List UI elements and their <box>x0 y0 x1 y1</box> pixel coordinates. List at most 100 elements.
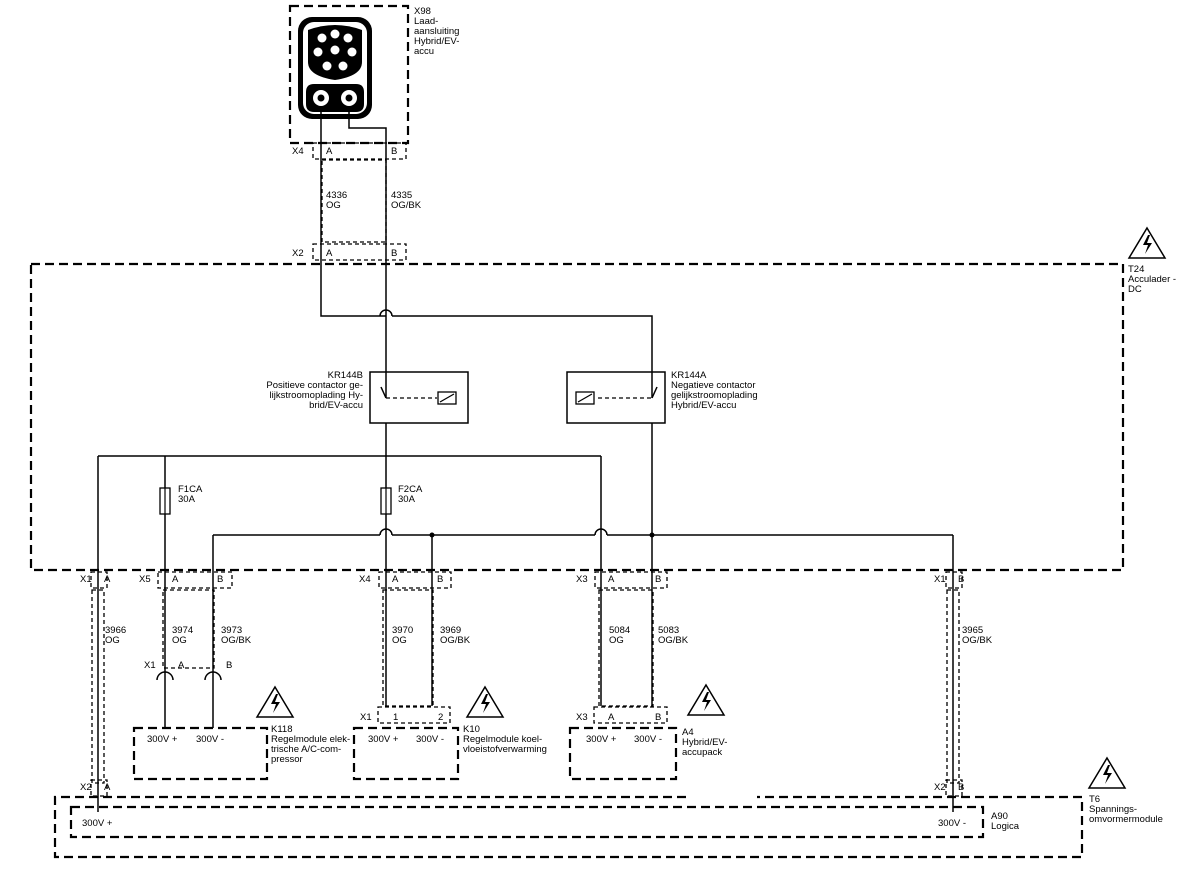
wire-3973-num: 3973 <box>221 625 242 636</box>
wire-bundle-x1-right <box>946 589 960 784</box>
k118-label-3: pressor <box>271 754 303 765</box>
t6-label-2: omvormermodule <box>1089 814 1163 825</box>
x98-id: X98 <box>414 6 431 17</box>
kr144b-id: KR144B <box>328 370 363 381</box>
wire-bundle-x1-left <box>91 589 105 784</box>
k10-neg: 300V - <box>416 734 444 745</box>
kr144b-label-2: lijkstroomoplading Hy- <box>270 390 363 401</box>
connector-x2-left <box>90 779 108 797</box>
k118-box <box>132 726 269 781</box>
wire-3965-num: 3965 <box>962 625 983 636</box>
connector-x4-mid-label: X4 <box>359 574 371 585</box>
k118-pos: 300V + <box>147 734 178 745</box>
connector-x4-mid-pin-a: A <box>392 574 399 585</box>
connector-x2-left-pin: A <box>104 782 111 793</box>
connector-x4-mid <box>378 571 452 589</box>
wire-3966-num: 3966 <box>105 625 126 636</box>
wire-4336 <box>320 106 386 317</box>
kr144a-label-2: gelijkstroomoplading <box>671 390 758 401</box>
wire-5084-color: OG <box>609 635 624 646</box>
a90-box <box>69 805 985 839</box>
connector-x2-top-pin-a: A <box>326 248 333 259</box>
connector-x4-top <box>312 142 407 160</box>
connector-x1-right <box>945 571 963 589</box>
connector-x3-a4-label: X3 <box>576 712 588 723</box>
high-voltage-warning-icon <box>255 685 295 718</box>
wire-bundle-k10 <box>382 589 434 707</box>
wire-4336-color: OG <box>326 200 341 211</box>
wire-3965-color: OG/BK <box>962 635 993 646</box>
connector-x2-right-pin: B <box>958 782 964 793</box>
t24-outline <box>29 262 1125 572</box>
wire-3966-color: OG <box>105 635 120 646</box>
connector-x4-top-pin-a: A <box>326 146 333 157</box>
kr144b-label-3: brid/EV-accu <box>309 400 363 411</box>
a4-label-1: Hybrid/EV- <box>682 737 727 748</box>
wire-5084-num: 5084 <box>609 625 630 636</box>
wire-negative-feed <box>392 315 653 398</box>
connector-x1-right-label: X1 <box>934 574 946 585</box>
wire-4336-num: 4336 <box>326 190 347 201</box>
x98-label-2: aansluiting <box>414 26 459 37</box>
connector-x2-left-label: X2 <box>80 782 92 793</box>
high-voltage-warning-icon <box>465 685 505 718</box>
high-voltage-warning-icon <box>1087 756 1127 789</box>
t6-outline <box>53 795 1084 859</box>
wire-bundle-a4 <box>598 589 654 707</box>
connector-x2-top <box>312 243 407 261</box>
wire-3974-color: OG <box>172 635 187 646</box>
connector-x1-left <box>90 571 108 589</box>
kr144a-coil-stroke <box>577 393 593 403</box>
fuse-f1ca-rating: 30A <box>178 494 196 505</box>
kr144a-label-3: Hybrid/EV-accu <box>671 400 736 411</box>
x98-label-1: Laad- <box>414 16 438 27</box>
connector-x1-k10-pin-2: 2 <box>438 712 443 723</box>
wire-3974-num: 3974 <box>172 625 193 636</box>
kr144a-switch <box>651 386 658 399</box>
a90-neg: 300V - <box>938 818 966 829</box>
kr144b-coil-stroke <box>439 393 455 403</box>
kr144a-id: KR144A <box>671 370 707 381</box>
connector-x3-a4-pin-a: A <box>608 712 615 723</box>
crossover-arc <box>379 309 393 317</box>
wire-3973-color: OG/BK <box>221 635 252 646</box>
charge-port-icon <box>298 17 372 119</box>
connector-x1-k118-label: X1 <box>144 660 156 671</box>
x98-label-4: accu <box>414 46 434 57</box>
connector-x5-pin-a: A <box>172 574 179 585</box>
wire-3970-color: OG <box>392 635 407 646</box>
kr144b-box <box>369 371 469 424</box>
connector-x3-mid-pin-a: A <box>608 574 615 585</box>
connector-x1-k10-pin-1: 1 <box>393 712 398 723</box>
t6-id: T6 <box>1089 794 1100 805</box>
k10-box <box>352 726 460 781</box>
wire-bundle-top <box>321 159 387 243</box>
a4-pos: 300V + <box>586 734 617 745</box>
connector-x4-mid-pin-b: B <box>437 574 443 585</box>
a4-neg: 300V - <box>634 734 662 745</box>
neg-bus-arc-1 <box>379 528 393 536</box>
kr144b-switch <box>380 386 387 399</box>
connector-x2-right-label: X2 <box>934 782 946 793</box>
wire-4335-color: OG/BK <box>391 200 422 211</box>
connector-x1-right-pin: B <box>958 574 964 585</box>
connector-x2-top-label: X2 <box>292 248 304 259</box>
a90-id: A90 <box>991 811 1008 822</box>
kr144a-label-1: Negatieve contactor <box>671 380 756 391</box>
t24-id: T24 <box>1128 264 1144 275</box>
wire-5083-color: OG/BK <box>658 635 689 646</box>
a4-box <box>568 726 678 781</box>
connector-x4-top-label: X4 <box>292 146 304 157</box>
connector-x1-k118-pin-b: B <box>226 660 232 671</box>
t24-label-2: DC <box>1128 284 1142 295</box>
wire-3970-num: 3970 <box>392 625 413 636</box>
connector-x3-mid-label: X3 <box>576 574 588 585</box>
connector-x1-k118-pin-a: A <box>178 660 185 671</box>
wire-bundle-k118 <box>162 589 215 669</box>
wire-3969-color: OG/BK <box>440 635 471 646</box>
connector-x5 <box>157 571 233 589</box>
x98-label-3: Hybrid/EV- <box>414 36 459 47</box>
connector-x3-mid <box>594 571 668 589</box>
k10-pos: 300V + <box>368 734 399 745</box>
fuse-f1ca-id: F1CA <box>178 484 203 495</box>
